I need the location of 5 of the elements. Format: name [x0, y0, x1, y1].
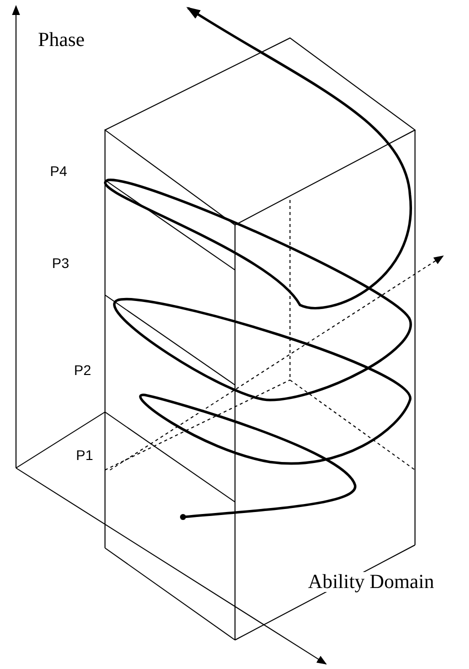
- phase-label: P1: [76, 448, 94, 462]
- phase-label: P3: [52, 256, 70, 270]
- phase-label: P2: [74, 363, 92, 377]
- phase-label: P4: [50, 164, 68, 178]
- axis-label: Ability Domain: [308, 572, 434, 592]
